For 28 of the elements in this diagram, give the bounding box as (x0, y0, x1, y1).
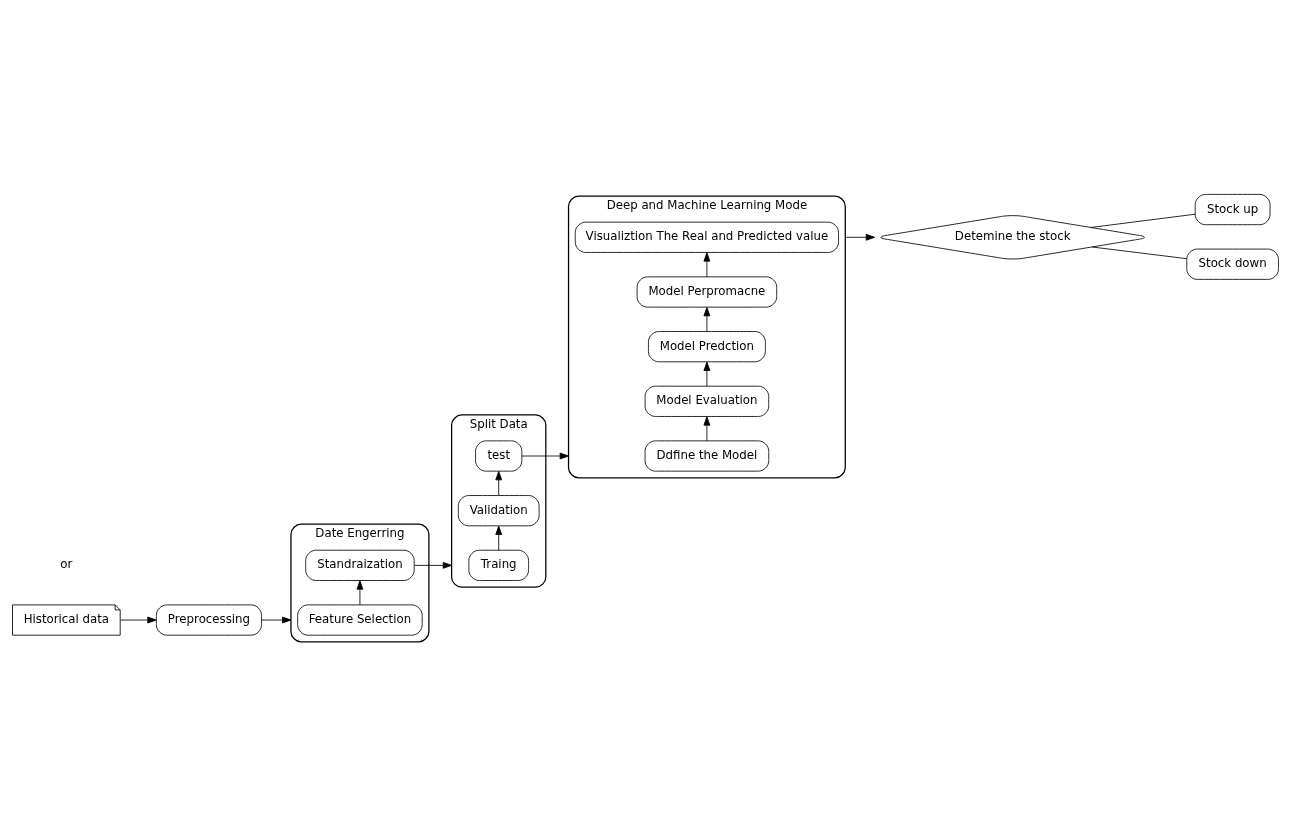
arrow (703, 361, 711, 387)
arrow (703, 251, 711, 277)
node-box: Ddfine the Model (644, 439, 770, 472)
node-box: Traing (468, 549, 529, 581)
connector (1090, 213, 1196, 228)
connector (1091, 246, 1188, 259)
arrow (703, 306, 711, 332)
arrow (261, 616, 292, 623)
arrow (414, 561, 453, 569)
arrow (703, 415, 711, 441)
node-box: Feature Selection (297, 604, 423, 636)
node-box: Validation (457, 494, 540, 526)
node-box: Model Perpromacne (636, 275, 778, 308)
arrow (495, 525, 503, 551)
arrow (495, 470, 503, 496)
arrow (521, 452, 569, 459)
node-box: Standraization (305, 549, 415, 581)
arrow (120, 616, 157, 623)
node-box: Model Evaluation (644, 385, 770, 417)
arrow (844, 233, 876, 241)
node-box: test (475, 439, 523, 472)
label: or (60, 556, 73, 571)
node-box: Preprocessing (155, 604, 262, 636)
node-box: Stock up (1194, 193, 1271, 225)
arrow (356, 579, 364, 605)
node-box: Visualiztion The Real and Predicted value (574, 221, 839, 253)
node-box: Stock down (1186, 248, 1279, 280)
node-box: Model Predction (648, 330, 766, 362)
